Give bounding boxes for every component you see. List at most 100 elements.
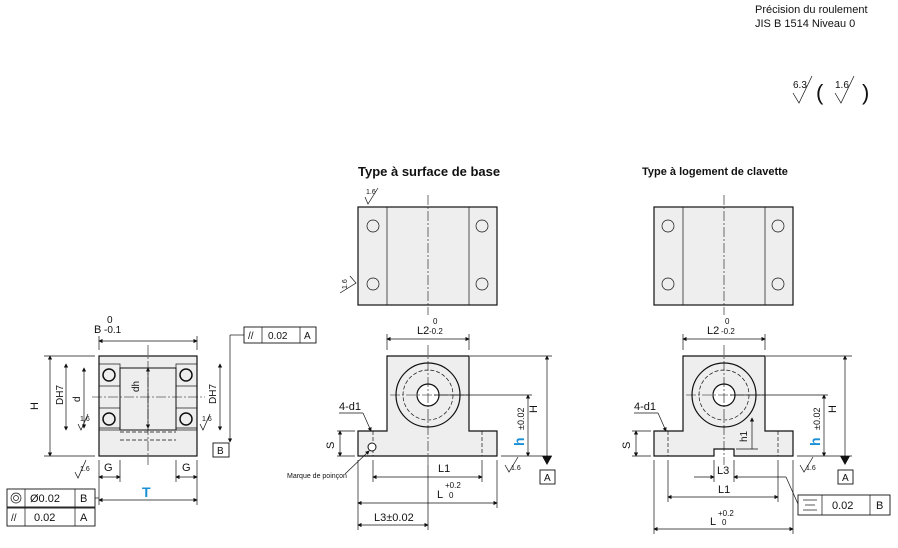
- keyway-L1-label: L1: [718, 484, 730, 496]
- roughness-paren-open: (: [816, 80, 824, 105]
- left-rough-c: 1.6: [80, 466, 90, 473]
- base-L2-tol-upper: 0: [433, 317, 438, 326]
- left-T-label: T: [142, 484, 151, 500]
- punch-mark-icon: [367, 442, 377, 452]
- left-rough-a: 1.6: [80, 416, 90, 423]
- left-rough-b: 1.6: [202, 416, 212, 423]
- mount-hole-icon: [661, 277, 675, 291]
- mount-hole-icon: [661, 219, 675, 233]
- base-L-tol-upper: +0.2: [445, 481, 461, 490]
- base-h-tol: ±0.02: [516, 408, 526, 430]
- coax-datum: B: [80, 493, 87, 505]
- bearing-ball-icon: [102, 412, 116, 426]
- datum-triangle-icon: [542, 456, 552, 465]
- flatness-datum: A: [304, 331, 311, 342]
- parallel-datum: A: [80, 512, 88, 524]
- keyway-view: L2 0 -0.2 4-d1 S h1 h ±0.02 H A 1.6: [621, 195, 891, 534]
- keyway-L-tol-lower: 0: [722, 518, 727, 527]
- parallel-frame-bottom: [6, 507, 96, 527]
- mount-hole-icon: [771, 277, 785, 291]
- mount-hole-icon: [475, 219, 489, 233]
- parallel-icon: //: [11, 513, 17, 524]
- base-surface-title: Type à surface de base: [358, 164, 500, 179]
- left-dh-label: dh: [131, 381, 142, 392]
- base-L1-label: L1: [438, 463, 450, 475]
- keyway-datum-A: A: [842, 473, 849, 484]
- roughness-check-icon: [74, 459, 87, 479]
- symmetry-icon: [803, 499, 817, 511]
- coaxiality-icon: [10, 492, 22, 504]
- base-L-label: L: [437, 489, 443, 501]
- sym-datum: B: [876, 500, 883, 512]
- left-B-label: B: [94, 324, 101, 336]
- left-H-label: H: [29, 402, 41, 410]
- base-top-view: [357, 206, 498, 306]
- bearing-ball-icon: [179, 412, 193, 426]
- roughness-general-value: 6.3: [793, 80, 807, 91]
- keyway-d1-label: 4-d1: [634, 401, 656, 413]
- roughness-check-icon: [364, 187, 379, 205]
- base-rough-top: 1.6: [366, 189, 376, 196]
- base-L2-label: L2: [417, 325, 429, 337]
- roughness-symbol-group: 6.3 ( 1.6 ): [792, 75, 869, 105]
- roughness-paren-close: ): [862, 80, 869, 105]
- keyway-h-label: h: [807, 437, 823, 446]
- base-rough-side: 1.6: [342, 279, 349, 289]
- base-L2-tol-lower: -0.2: [429, 327, 443, 336]
- left-D-label: DH7: [55, 385, 66, 405]
- mount-hole-icon: [366, 277, 380, 291]
- parallel-value: 0.02: [34, 512, 55, 524]
- keyway-rough-bottom: 1.6: [806, 465, 816, 472]
- coax-value: Ø0.02: [30, 493, 60, 505]
- base-S-label: S: [325, 442, 337, 449]
- base-surface-view: 1.6 1.6 L2 0 -0.2 4-d1 S Marque de poinç…: [287, 187, 556, 530]
- sym-value: 0.02: [832, 500, 853, 512]
- left-d-label: d: [72, 396, 83, 402]
- base-datum-A: A: [544, 473, 551, 484]
- mount-hole-icon: [475, 277, 489, 291]
- mount-hole-icon: [366, 219, 380, 233]
- punch-mark-label: Marque de poinçon: [287, 473, 347, 480]
- precision-line-2: JIS B 1514 Niveau 0: [755, 18, 855, 30]
- left-G-right: G: [182, 462, 191, 474]
- keyway-L-label: L: [710, 516, 716, 528]
- precision-line-1: Précision du roulement: [755, 4, 868, 16]
- left-D2-label: DH7: [208, 384, 219, 404]
- roughness-check-icon: [77, 413, 89, 431]
- roughness-check-icon-2: [834, 75, 855, 104]
- base-d1-label: 4-d1: [339, 401, 361, 413]
- parallel-icon: //: [248, 331, 254, 342]
- left-B-tol-upper: 0: [107, 315, 113, 326]
- base-H-label: H: [528, 405, 540, 413]
- roughness-check-icon: [199, 413, 211, 431]
- roughness-check-icon: [799, 456, 814, 473]
- left-side-view: B 0 -0.1 H DH7 d dh DH7 1.6 1.6 1.6 //: [6, 315, 317, 527]
- keyway-L3-label: L3: [717, 465, 729, 477]
- base-rough-bottom: 1.6: [511, 465, 521, 472]
- base-L-tol-lower: 0: [449, 491, 454, 500]
- keyway-S-label: S: [621, 442, 633, 449]
- keyway-h1-label: h1: [739, 430, 750, 442]
- roughness-check-icon: [792, 75, 813, 104]
- symmetry-frame: [797, 494, 891, 516]
- left-B-tol-lower: -0.1: [104, 325, 122, 336]
- left-G-left: G: [104, 462, 113, 474]
- base-L3-label: L3±0.02: [374, 512, 414, 524]
- roughness-check-icon: [504, 456, 519, 473]
- datum-B-box: B: [217, 446, 224, 457]
- keyway-title: Type à logement de clavette: [642, 166, 788, 178]
- bearing-ball-icon: [102, 368, 116, 382]
- datum-triangle-icon: [840, 456, 850, 465]
- keyway-L2-label: L2: [707, 325, 719, 337]
- bearing-ball-icon: [179, 368, 193, 382]
- roughness-special-value: 1.6: [835, 80, 849, 91]
- keyway-L-tol-upper: +0.2: [718, 509, 734, 518]
- base-h-label: h: [511, 437, 527, 446]
- keyway-top-view: [653, 206, 794, 306]
- flatness-value: 0.02: [268, 331, 288, 342]
- keyway-L2-tol-lower: -0.2: [721, 327, 735, 336]
- mount-hole-icon: [771, 219, 785, 233]
- keyway-L2-tol-upper: 0: [725, 317, 730, 326]
- keyway-h-tol: ±0.02: [812, 408, 822, 430]
